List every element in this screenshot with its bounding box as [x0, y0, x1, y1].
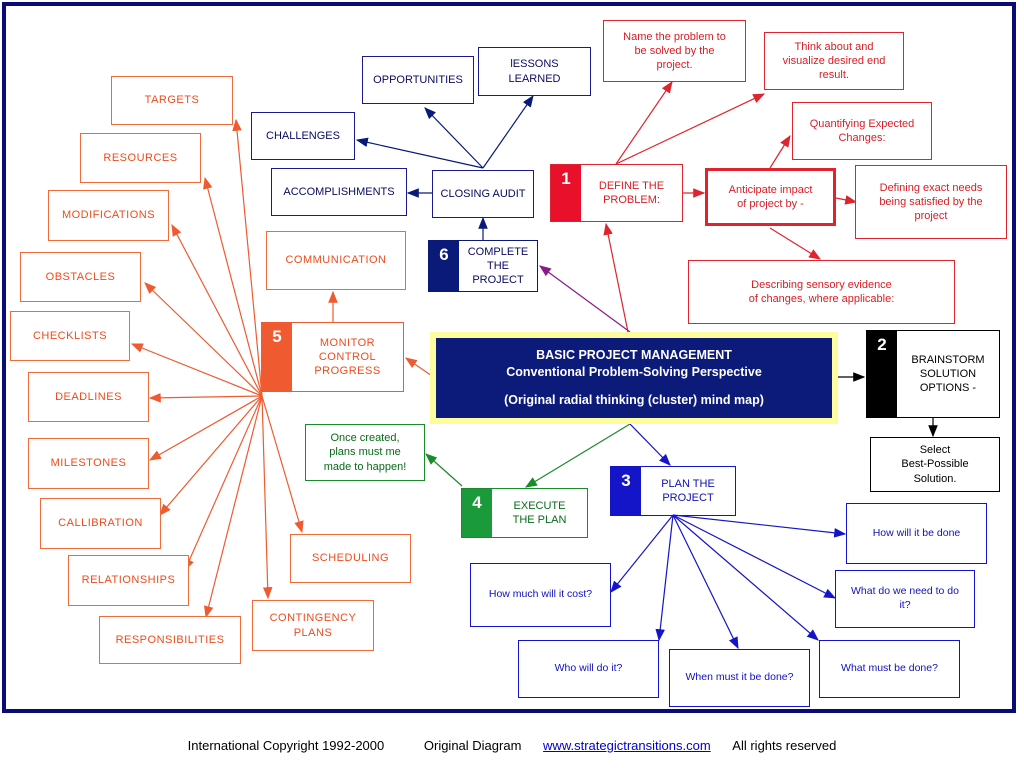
line-center-plan	[629, 423, 671, 466]
defining-box: Defining exact needs being satisfied by …	[855, 165, 1007, 239]
stage-2-brainstorm: 2 BRAINSTORM SOLUTION OPTIONS -	[866, 330, 1000, 418]
line-lessons	[482, 95, 534, 169]
resources-box: RESOURCES	[80, 133, 201, 183]
describing-box: Describing sensory evidence of changes, …	[688, 260, 955, 324]
diagram-frame	[2, 2, 1016, 713]
line-modifications	[171, 223, 263, 397]
when-box: When must it be done?	[669, 649, 810, 707]
name-problem-box: Name the problem to be solved by the pro…	[603, 20, 746, 82]
stage-6-complete: 6 COMPLETE THE PROJECT	[428, 240, 538, 292]
stage-5-monitor: 5 MONITOR CONTROL PROGRESS	[261, 322, 404, 392]
relationships-box: RELATIONSHIPS	[68, 555, 189, 606]
line-center-monitor	[405, 357, 433, 377]
line-callibration	[159, 395, 263, 516]
line-scheduling	[261, 395, 304, 534]
responsibilities-box: RESPONSIBILITIES	[99, 616, 241, 664]
center-note: (Original radial thinking (cluster) mind…	[504, 393, 764, 408]
what-must-box: What must be done?	[819, 640, 960, 698]
callibration-box: CALLIBRATION	[40, 498, 161, 549]
obstacles-box: OBSTACLES	[20, 252, 141, 302]
line-when	[672, 514, 739, 650]
stage-3-label: PLAN THE PROJECT	[661, 477, 715, 504]
footer-rights: All rights reserved	[732, 738, 837, 753]
center-node: BASIC PROJECT MANAGEMENT Conventional Pr…	[430, 332, 838, 424]
anticipate-box: Anticipate impact of project by -	[705, 168, 836, 226]
stage-6-label: COMPLETE THE PROJECT	[467, 245, 529, 287]
stage-3-plan: 3 PLAN THE PROJECT	[610, 466, 736, 516]
line-responsibilities	[203, 395, 263, 619]
stage-4-label: EXECUTE THE PLAN	[512, 499, 567, 526]
lessons-learned-box: lESSONS LEARNED	[478, 47, 591, 96]
footer-original: Original Diagram	[423, 738, 522, 753]
line-targets	[232, 118, 263, 397]
closing-audit-box: CLOSING AUDIT	[432, 170, 534, 218]
line-cost	[610, 514, 674, 593]
line-what-must	[672, 514, 819, 641]
scheduling-box: SCHEDULING	[290, 534, 411, 583]
accomplishments-box: ACCOMPLISHMENTS	[271, 168, 407, 216]
deadlines-box: DEADLINES	[28, 372, 149, 422]
communication-box: COMMUNICATION	[266, 231, 406, 290]
stage-1-define: 1 DEFINE THE PROBLEM:	[550, 164, 683, 222]
line-visualize	[615, 93, 766, 165]
who-box: Who will do it?	[518, 640, 659, 698]
how-box: How will it be done	[846, 503, 987, 564]
milestones-box: MILESTONES	[28, 438, 149, 489]
center-subtitle: Conventional Problem-Solving Perspective	[506, 364, 762, 379]
line-who	[655, 514, 674, 642]
line-checklists	[130, 343, 263, 397]
line-quantifying	[769, 134, 791, 169]
stage-5-number: 5	[262, 323, 292, 391]
center-title: BASIC PROJECT MANAGEMENT	[536, 347, 732, 362]
cost-box: How much will it cost?	[470, 563, 611, 627]
line-center-execute	[524, 423, 631, 488]
line-obstacles	[144, 282, 263, 397]
line-how	[672, 514, 847, 538]
challenges-box: CHALLENGES	[251, 112, 355, 160]
line-deadlines	[148, 393, 263, 403]
line-relationships	[184, 395, 263, 572]
quantifying-box: Quantifying Expected Changes:	[792, 102, 932, 160]
targets-box: TARGETS	[111, 76, 233, 125]
opportunities-box: OPPORTUNITIES	[362, 56, 474, 104]
select-solution-box: Select Best-Possible Solution.	[870, 437, 1000, 492]
line-center-define	[603, 222, 629, 333]
checklists-box: CHECKLISTS	[10, 311, 130, 361]
line-resources	[203, 176, 263, 397]
line-center-complete	[539, 265, 631, 333]
stage-4-number: 4	[462, 489, 492, 537]
modifications-box: MODIFICATIONS	[48, 190, 169, 241]
stage-2-number: 2	[867, 331, 897, 417]
what-need-box: What do we need to do it?	[835, 570, 975, 628]
line-milestones	[148, 395, 263, 461]
footer-copyright: International Copyright 1992-2000	[187, 738, 385, 753]
stage-4-execute: 4 EXECUTE THE PLAN	[461, 488, 588, 538]
line-opportunities	[424, 107, 484, 169]
footer: International Copyright 1992-2000 Origin…	[0, 738, 1024, 753]
footer-link[interactable]: www.strategictransitions.com	[543, 738, 711, 753]
contingency-plans-box: CONTINGENCY PLANS	[252, 600, 374, 651]
stage-5-label: MONITOR CONTROL PROGRESS	[314, 336, 381, 378]
line-execute-note	[425, 453, 463, 487]
line-defining	[835, 195, 858, 205]
line-challenges	[355, 137, 484, 169]
stage-1-number: 1	[551, 165, 581, 221]
line-what-need	[672, 514, 837, 599]
stage-1-label: DEFINE THE PROBLEM:	[598, 179, 665, 206]
stage-2-label: BRAINSTORM SOLUTION OPTIONS -	[911, 353, 985, 395]
line-describing	[769, 227, 822, 260]
visualize-box: Think about and visualize desired end re…	[764, 32, 904, 90]
line-contingency	[261, 395, 273, 600]
stage-3-number: 3	[611, 467, 641, 515]
stage-6-number: 6	[429, 241, 459, 291]
line-name-problem	[615, 81, 673, 165]
execute-note-box: Once created, plans must me made to happ…	[305, 424, 425, 481]
